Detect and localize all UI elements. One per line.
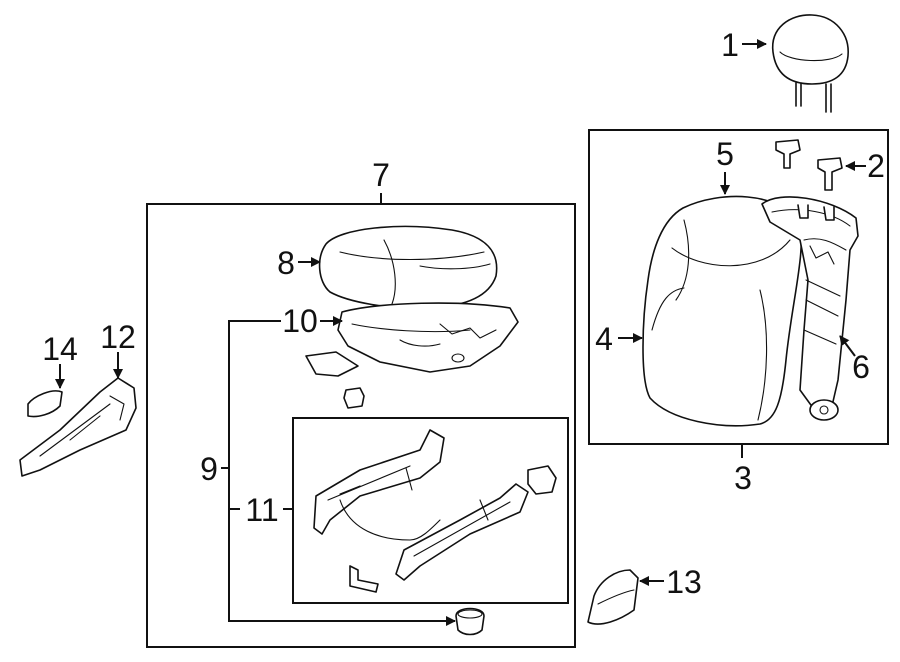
leader-lines [55, 39, 866, 626]
callout-4: 4 [595, 321, 613, 357]
callout-13: 13 [666, 564, 702, 600]
callout-14: 14 [42, 331, 78, 367]
callout-10: 10 [282, 303, 318, 339]
cushion-assembly-box [146, 203, 576, 648]
seatback-assembly-box [588, 129, 889, 445]
callout-11: 11 [245, 492, 278, 528]
seat-adjuster-box [292, 417, 569, 604]
headrest-guide-part [775, 139, 843, 191]
callout-1: 1 [721, 27, 739, 63]
cushion-cover-part [318, 225, 498, 310]
side-cover-part [27, 390, 63, 418]
callout-7: 7 [372, 157, 390, 193]
headrest-part [772, 14, 849, 113]
callout-3: 3 [734, 460, 752, 496]
callout-12: 12 [100, 319, 136, 355]
seatback-frame-part [761, 196, 859, 421]
side-shield-part [19, 377, 137, 477]
hinge-cover-part [587, 569, 639, 625]
cushion-clip-part [455, 607, 485, 636]
callout-8: 8 [277, 245, 295, 281]
callout-2: 2 [867, 148, 885, 184]
seat-adjuster-part [313, 429, 557, 593]
callout-5: 5 [716, 136, 734, 172]
callout-6: 6 [852, 349, 870, 385]
seatback-cover-part [642, 195, 802, 427]
callout-9: 9 [200, 451, 218, 487]
cushion-pad-part [305, 302, 519, 409]
